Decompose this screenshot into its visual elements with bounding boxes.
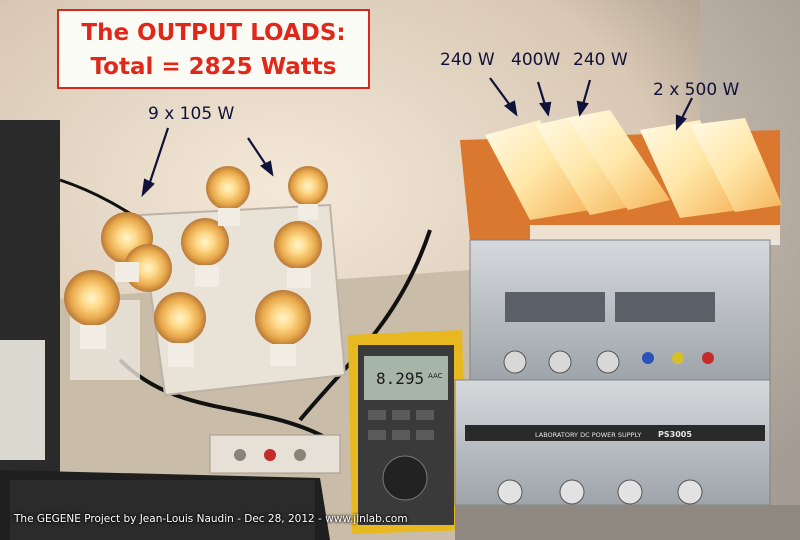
power-supply-upper bbox=[469, 239, 771, 381]
photo-caption: The GEGENE Project by Jean-Louis Naudin … bbox=[14, 513, 408, 525]
label-lamp-a: 240 W bbox=[440, 50, 495, 70]
power-supply-lower: LABORATORY DC POWER SUPPLY PS3005 bbox=[454, 379, 771, 506]
multimeter: 8.295 AAC bbox=[348, 330, 468, 534]
psu-panel-text: LABORATORY DC POWER SUPPLY bbox=[535, 431, 641, 439]
title-line-1: The OUTPUT LOADS: bbox=[81, 20, 346, 46]
annotation-arrows bbox=[141, 77, 693, 198]
psu-model: PS3005 bbox=[658, 430, 692, 439]
bulb-group bbox=[64, 166, 328, 367]
label-lamps-right: 2 x 500 W bbox=[653, 80, 740, 100]
title-line-2: Total = 2825 Watts bbox=[90, 54, 337, 80]
label-lamp-c: 240 W bbox=[573, 50, 628, 70]
label-lamp-b: 400W bbox=[511, 50, 561, 70]
meter-reading: 8.295 bbox=[376, 369, 424, 388]
title-box: The OUTPUT LOADS: Total = 2825 Watts bbox=[57, 9, 370, 89]
halogen-lamps bbox=[485, 110, 782, 220]
meter-unit: AAC bbox=[428, 372, 443, 380]
label-bulbs: 9 x 105 W bbox=[148, 104, 235, 124]
